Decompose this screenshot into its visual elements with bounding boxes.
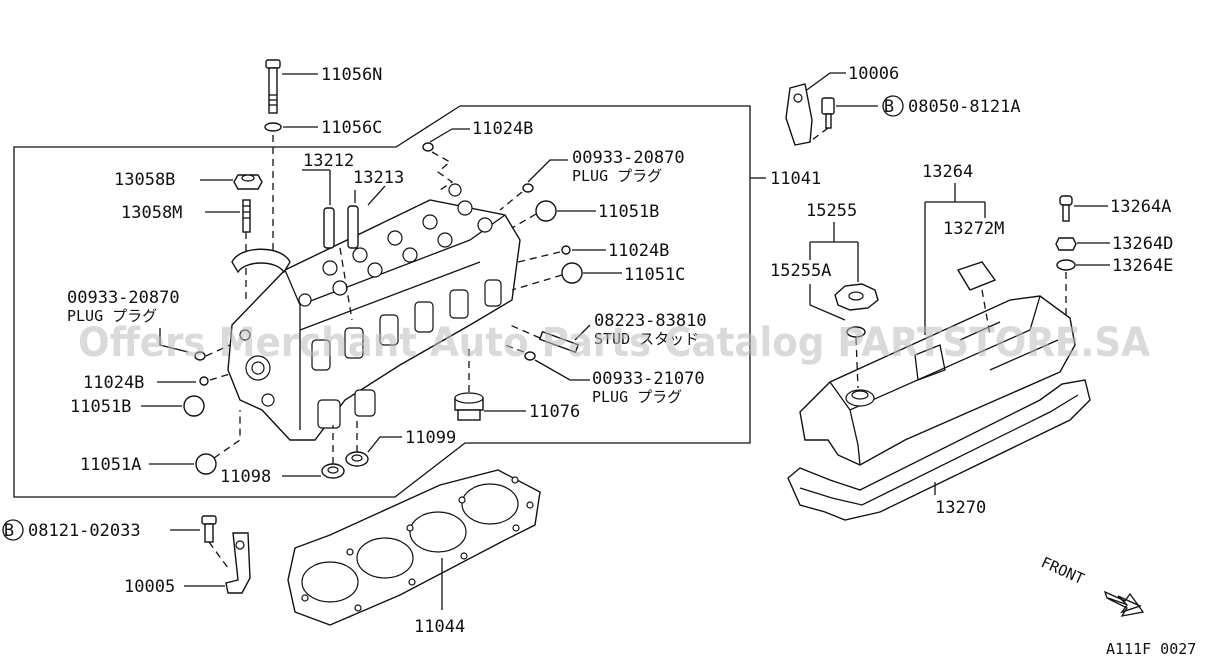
- gasket-13272M: [956, 261, 997, 291]
- plug-11024B-right: [561, 245, 571, 255]
- label-11041: 11041: [770, 169, 821, 189]
- bolt-08121-02033: [201, 515, 217, 543]
- label-11076: 11076: [529, 402, 580, 422]
- watermark: Offers Merchant Auto Parts Catalog PARTS…: [78, 320, 1150, 366]
- label-00933-20870-top: 00933-20870: [572, 148, 685, 168]
- cap-seal-15255A: [846, 326, 866, 338]
- label-plug-left: PLUG プラグ: [67, 307, 157, 325]
- plug-11076: [454, 392, 484, 421]
- label-00933-21070: 00933-21070: [592, 369, 705, 389]
- plug-11024B-left: [199, 376, 209, 386]
- label-00933-20870-left: 00933-20870: [67, 288, 180, 308]
- label-13212: 13212: [303, 151, 354, 171]
- label-11024B-top: 11024B: [472, 119, 533, 139]
- label-11051A: 11051A: [80, 455, 141, 475]
- label-11099: 11099: [405, 428, 456, 448]
- cup-plug-11051C: [561, 262, 583, 284]
- label-11098: 11098: [220, 467, 271, 487]
- bolt-marker-right-letter: B: [884, 97, 894, 117]
- washer-11056C: [264, 122, 282, 132]
- bolt-13264A: [1059, 195, 1073, 222]
- label-11051C: 11051C: [624, 265, 685, 285]
- bolt-08050-8121A: [821, 97, 835, 129]
- label-13272M: 13272M: [943, 219, 1004, 239]
- label-13058B: 13058B: [114, 170, 175, 190]
- label-13264: 13264: [922, 162, 973, 182]
- label-13058M: 13058M: [121, 203, 182, 223]
- label-11024B-right: 11024B: [608, 241, 669, 261]
- cup-plug-11051B-left: [183, 395, 205, 417]
- valve-cover-gasket-13270: [787, 379, 1091, 521]
- valve-cover-13264: [799, 295, 1076, 466]
- assembly-frame: [13, 105, 751, 498]
- label-08050-8121A: 08050-8121A: [908, 97, 1021, 117]
- nut-13058B: [233, 174, 263, 190]
- label-13264E: 13264E: [1112, 256, 1173, 276]
- plug-00933-20870-top: [522, 183, 534, 193]
- cup-plug-11051A: [195, 453, 217, 475]
- label-11044: 11044: [414, 617, 465, 637]
- footer-code: A111F 0027: [1106, 640, 1196, 658]
- label-15255A: 15255A: [770, 261, 831, 281]
- stud-08223-83810: [538, 330, 580, 354]
- label-plug-top: PLUG プラグ: [572, 167, 662, 185]
- label-10005: 10005: [124, 577, 175, 597]
- label-08223-83810: 08223-83810: [594, 311, 707, 331]
- head-bolt-11056N: [265, 59, 281, 114]
- label-11051B-right: 11051B: [598, 202, 659, 222]
- front-label: FRONT: [1038, 553, 1087, 588]
- label-08121-02033: 08121-02033: [28, 521, 141, 541]
- bolt-marker-left-letter: B: [4, 521, 14, 541]
- cup-plug-11051B-right: [535, 200, 557, 222]
- label-11056C: 11056C: [321, 118, 382, 138]
- bolt-marker-right: [882, 95, 904, 117]
- label-11051B-left: 11051B: [70, 397, 131, 417]
- bracket-10006: [785, 83, 813, 146]
- washer-13264E: [1056, 259, 1076, 271]
- label-stud: STUD スタッド: [594, 330, 699, 348]
- label-10006: 10006: [848, 64, 899, 84]
- bolt-marker-left: [2, 519, 24, 541]
- label-11056N: 11056N: [321, 65, 382, 85]
- head-gasket-11044: [287, 469, 541, 626]
- plug-00933-20870-left: [194, 351, 206, 361]
- label-plug-right: PLUG プラグ: [592, 388, 682, 406]
- label-13264D: 13264D: [1112, 234, 1173, 254]
- dowel-13213: [347, 205, 359, 249]
- front-arrow-icon: [1103, 590, 1145, 617]
- plug-00933-21070: [524, 351, 536, 361]
- label-13270: 13270: [935, 498, 986, 518]
- dowel-13212: [323, 207, 335, 249]
- label-15255: 15255: [806, 201, 857, 221]
- nut-13264D: [1055, 237, 1077, 251]
- label-13264A: 13264A: [1110, 197, 1171, 217]
- label-13213: 13213: [353, 168, 404, 188]
- plug-11024B-top: [422, 142, 434, 152]
- bracket-10005: [225, 532, 251, 594]
- stud-13058M: [242, 199, 251, 233]
- cylinder-head: [227, 183, 521, 441]
- label-11024B-left: 11024B: [83, 373, 144, 393]
- bearing-bracket: [231, 248, 291, 274]
